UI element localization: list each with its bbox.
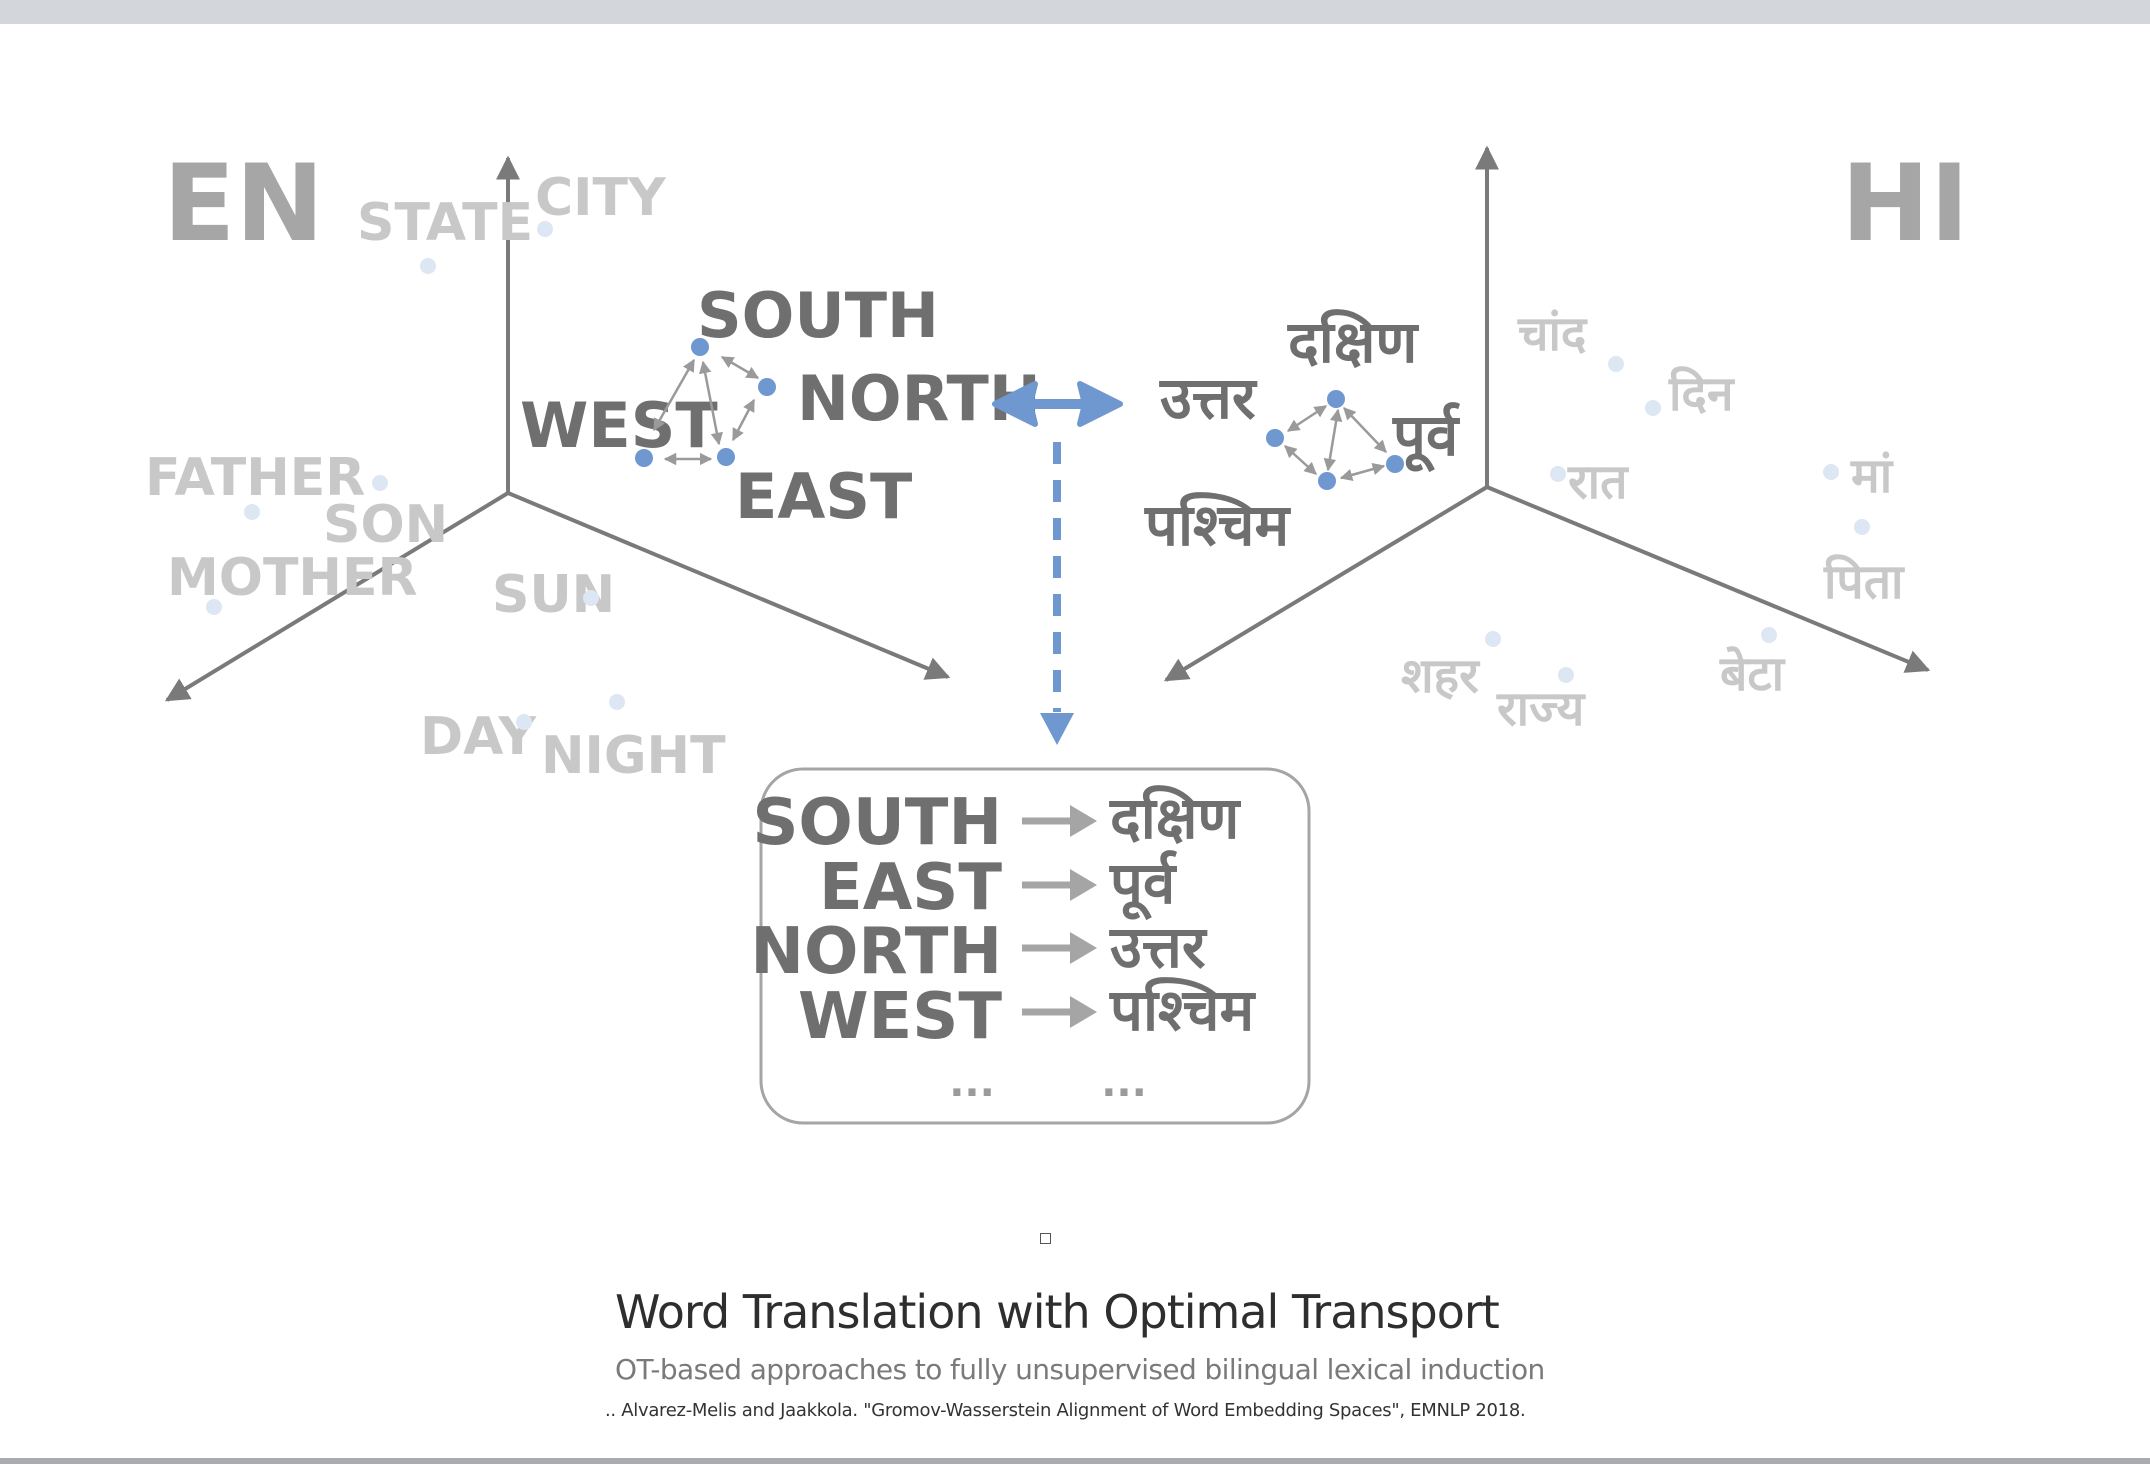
mapping-target-2: पूर्व [1109, 849, 1177, 921]
hi-space-label: HI [1841, 142, 1969, 265]
dot-north [758, 378, 776, 396]
word-beta: बेटा [1719, 646, 1786, 702]
dot-shahar [1485, 631, 1501, 647]
word-mother: MOTHER [167, 548, 418, 608]
dot-pita [1854, 519, 1870, 535]
word-shahar: शहर [1401, 648, 1481, 704]
dot-beta [1761, 627, 1777, 643]
hi-compass-cluster: दक्षिण उत्तर पूर्व पश्चिम [1144, 308, 1460, 559]
word-state: STATE [357, 193, 533, 253]
dot-father [244, 504, 260, 520]
word-alignment-diagram: EN HI STATE CITY FATHER SON MOTHER SUN D… [145, 142, 1969, 1125]
mapping-source-2: EAST [819, 851, 1002, 925]
translation-down-arrow [1040, 442, 1074, 745]
dot-south [691, 338, 709, 356]
translation-mapping-box: SOUTH दक्षिण EAST पूर्व NORTH उत्तर WEST… [750, 767, 1311, 1125]
word-raat: रात [1567, 454, 1629, 510]
en-cluster-links [652, 355, 760, 466]
top-bar [0, 0, 2150, 24]
dot-raat [1550, 466, 1566, 482]
word-dakshin: दक्षिण [1287, 308, 1419, 376]
en-compass-cluster: SOUTH NORTH WEST EAST [520, 279, 1041, 533]
word-south: SOUTH [697, 279, 939, 352]
word-west: WEST [520, 389, 718, 462]
mapping-target-4: पश्चिम [1109, 976, 1256, 1044]
mapping-source-1: SOUTH [752, 786, 1002, 860]
hi-faded-words: चांद दिन रात मां पिता शहर राज्य बेटा [1401, 306, 1905, 737]
dot-maa [1823, 464, 1839, 480]
dot-mother [206, 599, 222, 615]
dot-city [537, 221, 553, 237]
dot-sun [583, 590, 599, 606]
en-axes [164, 155, 951, 702]
word-maa: मां [1850, 448, 1894, 504]
mapping-source-4: WEST [798, 980, 1002, 1054]
word-rajya: राज्य [1496, 681, 1587, 737]
word-night: NIGHT [541, 726, 726, 786]
dot-day [516, 714, 532, 730]
slide-title: Word Translation with Optimal Transport [615, 1285, 1500, 1339]
hi-axes [1163, 145, 1931, 682]
dot-uttar [1266, 429, 1284, 447]
dot-state [420, 258, 436, 274]
mapping-ellipsis-source: ... [949, 1060, 995, 1106]
dot-rajya [1558, 667, 1574, 683]
word-pita: पिता [1823, 554, 1905, 610]
alignment-double-arrow [992, 381, 1123, 427]
bottom-bar [0, 1458, 2150, 1464]
word-east: EAST [735, 460, 912, 533]
en-faded-words: STATE CITY FATHER SON MOTHER SUN DAY NIG… [145, 168, 726, 786]
placeholder-marker [1040, 1233, 1051, 1244]
mapping-row-1: SOUTH दक्षिण [752, 784, 1241, 860]
mapping-row-2: EAST पूर्व [819, 849, 1177, 925]
dot-dakshin [1327, 390, 1345, 408]
hi-cluster-links [1284, 404, 1387, 481]
mapping-row-3: NORTH उत्तर [750, 913, 1207, 989]
word-father: FATHER [145, 448, 365, 508]
mapping-row-4: WEST पश्चिम [798, 976, 1257, 1054]
dot-west [635, 449, 653, 467]
en-space-label: EN [163, 142, 324, 265]
slide-subtitle: OT-based approaches to fully unsupervise… [615, 1353, 1545, 1386]
dot-east [717, 448, 735, 466]
word-pashchim: पश्चिम [1144, 491, 1291, 559]
slide-reference: .. Alvarez-Melis and Jaakkola. "Gromov-W… [605, 1400, 1526, 1421]
word-son: SON [323, 495, 448, 555]
dot-din [1645, 400, 1661, 416]
dot-night [609, 694, 625, 710]
word-din: दिन [1668, 366, 1736, 422]
dot-purv [1386, 455, 1404, 473]
mapping-ellipsis-target: ... [1101, 1060, 1147, 1106]
word-city: CITY [535, 168, 667, 228]
dot-son [372, 475, 388, 491]
dot-chaand [1608, 356, 1624, 372]
mapping-target-1: दक्षिण [1109, 784, 1241, 852]
dot-pashchim [1318, 472, 1336, 490]
mapping-source-3: NORTH [750, 915, 1002, 989]
word-uttar: उत्तर [1159, 364, 1258, 432]
mapping-target-3: उत्तर [1109, 913, 1208, 981]
word-chaand: चांद [1517, 306, 1588, 362]
